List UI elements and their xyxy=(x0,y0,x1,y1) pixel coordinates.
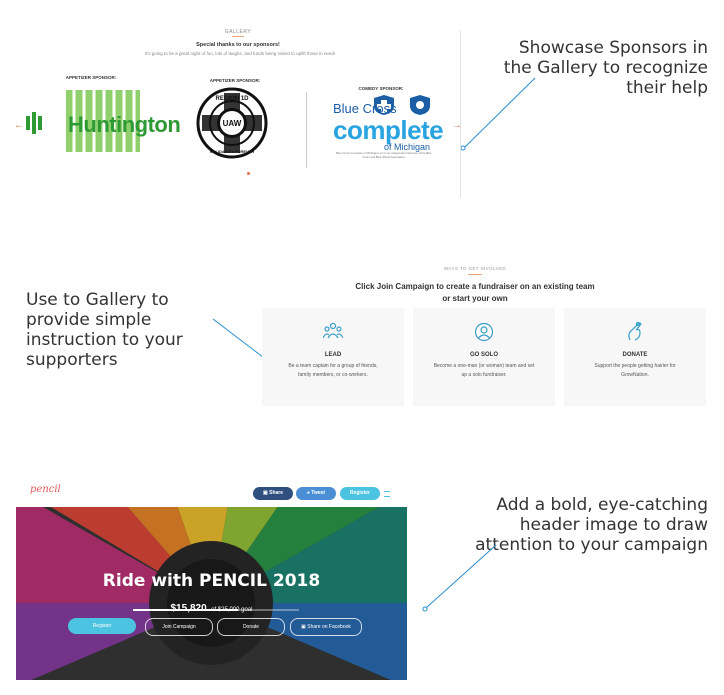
card-go-solo[interactable]: GO SOLO Become a one-man (or woman) team… xyxy=(413,308,555,406)
donate-button[interactable]: Donate xyxy=(217,618,285,636)
sponsor-label-2: APPETIZER SPONSOR: xyxy=(209,78,261,83)
colored-pencils-image xyxy=(16,507,407,680)
card-lead[interactable]: LEAD Be a team captain for a group of fr… xyxy=(262,308,404,406)
pencil-logo[interactable]: pencil xyxy=(30,484,61,495)
nav-register-button[interactable]: Register xyxy=(340,487,380,500)
gallery-pagination-dot[interactable] xyxy=(247,172,250,175)
gallery-prev-arrow[interactable]: ← xyxy=(14,120,24,131)
bcbs-wordmark-3: of Michigan xyxy=(384,142,431,152)
svg-text:UAW: UAW xyxy=(223,119,242,128)
hero-image xyxy=(16,507,407,680)
bcbs-shield-icon xyxy=(374,95,430,115)
gallery-subtitle: It's going to be a great night of fun, l… xyxy=(144,51,336,56)
connector-header xyxy=(425,544,497,609)
join-campaign-button[interactable]: Join Campaign xyxy=(145,618,213,636)
callout-gallery: Showcase Sponsors in the Gallery to reco… xyxy=(503,38,708,98)
sponsor-label-3: COMEDY SPONSOR: xyxy=(358,86,404,91)
hero-title: Ride with PENCIL 2018 xyxy=(102,571,321,591)
card-lead-heading: LEAD xyxy=(324,352,342,358)
card-donate-text: Support the people getting hairier for G… xyxy=(594,363,676,378)
callout-instructions: Use to Gallery to provide simple instruc… xyxy=(26,290,183,370)
svg-text:SOLIDARITY FOREVER: SOLIDARITY FOREVER xyxy=(210,149,255,154)
huntington-logo: Huntington xyxy=(22,88,181,154)
huntington-mark-icon xyxy=(26,90,140,152)
connector-gallery-dot xyxy=(460,145,466,151)
connector-header-dot xyxy=(422,606,428,612)
gallery-next-arrow[interactable]: → xyxy=(452,120,462,131)
instructions-divider xyxy=(468,274,482,275)
uaw-logo-icon: UAW REGION 1D SOLIDARITY FOREVER xyxy=(196,87,268,159)
gallery-divider xyxy=(232,36,244,37)
team-icon xyxy=(323,322,343,339)
instructions-label: WAYS TO GET INVOLVED xyxy=(443,266,507,271)
share-facebook-button[interactable]: ▣ Share on Facebook xyxy=(290,618,362,636)
card-solo-text: Become a one-man (or woman) team and set… xyxy=(433,363,535,378)
person-icon xyxy=(474,322,494,342)
card-donate-heading: DONATE xyxy=(622,352,648,358)
menu-icon[interactable] xyxy=(384,491,390,497)
facebook-icon: ▣ xyxy=(301,624,308,630)
card-donate[interactable]: DONATE Support the people getting hairie… xyxy=(564,308,706,406)
progress-fill xyxy=(133,609,238,611)
hand-icon xyxy=(628,321,642,341)
gallery-divider-line xyxy=(306,92,307,168)
sponsor-label-1: APPETIZER SPONSOR: xyxy=(65,75,117,80)
nav-share-button[interactable]: ▣ Share xyxy=(253,487,293,500)
facebook-icon: ▣ xyxy=(262,490,270,496)
bcbs-fine-print: Blue Cross Complete of Michigan LLC is a… xyxy=(336,151,432,159)
bcbs-wordmark-2: complete xyxy=(333,115,444,145)
hero-amount: $15,820 of $25,000 goal xyxy=(16,598,407,616)
huntington-wordmark: Huntington xyxy=(68,112,181,137)
nav-tweet-button[interactable]: ● Tweet xyxy=(296,487,336,500)
hero-register-button[interactable]: Register xyxy=(68,618,136,634)
gallery-border xyxy=(460,30,461,198)
card-lead-text: Be a team captain for a group of friends… xyxy=(288,363,378,378)
raised-amount: $15,820 xyxy=(171,603,207,614)
gallery-title: Special thanks to our sponsors! xyxy=(196,42,280,48)
gallery-label: GALLERY xyxy=(224,29,252,35)
svg-text:REGION 1D: REGION 1D xyxy=(215,96,249,102)
card-solo-heading: GO SOLO xyxy=(469,352,498,358)
twitter-icon: ● xyxy=(306,490,312,496)
instructions-title: Click Join Campaign to create a fundrais… xyxy=(355,282,595,303)
connector-gallery xyxy=(464,77,536,148)
callout-header: Add a bold, eye-catching header image to… xyxy=(475,495,708,555)
bcbs-wordmark-1: Blue Cross xyxy=(333,101,397,116)
